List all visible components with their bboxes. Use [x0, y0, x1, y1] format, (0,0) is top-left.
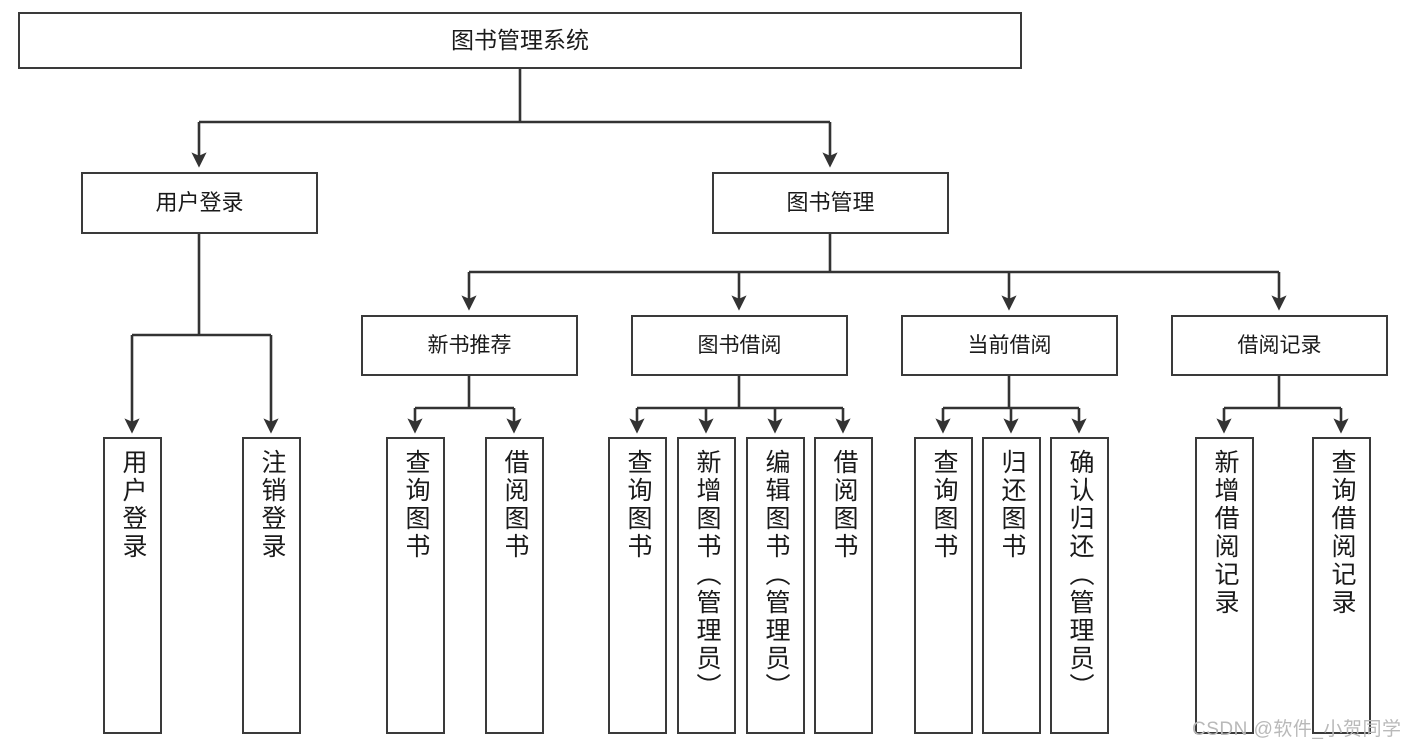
node-label: 归还图书	[998, 449, 1026, 561]
node-label: 查询图书	[624, 449, 652, 561]
node-label: 新书推荐	[427, 333, 512, 357]
node-new-book-recommend[interactable]: 新书推荐	[361, 315, 578, 376]
node-user-login[interactable]: 用户登录	[81, 172, 318, 234]
node-label: 图书管理	[786, 189, 875, 215]
node-label: 查询借阅记录	[1328, 449, 1356, 617]
leaf-record-query-record[interactable]: 查询借阅记录	[1312, 437, 1371, 734]
leaf-borrow-borrow-book[interactable]: 借阅图书	[814, 437, 873, 734]
leaf-newbook-query-book[interactable]: 查询图书	[386, 437, 445, 734]
csdn-watermark: CSDN @软件_小贺同学	[1192, 719, 1402, 740]
leaf-newbook-borrow-book[interactable]: 借阅图书	[485, 437, 544, 734]
node-label: 确认归还（管理员）	[1066, 449, 1094, 701]
leaf-borrow-edit-book-admin[interactable]: 编辑图书（管理员）	[746, 437, 805, 734]
leaf-current-query-book[interactable]: 查询图书	[914, 437, 973, 734]
leaf-user-login-signout[interactable]: 注销登录	[242, 437, 301, 734]
node-label: 当前借阅	[967, 333, 1052, 357]
node-label: 借阅记录	[1237, 333, 1322, 357]
node-book-management[interactable]: 图书管理	[712, 172, 949, 234]
node-label: 新增图书（管理员）	[693, 449, 721, 701]
node-current-borrow[interactable]: 当前借阅	[901, 315, 1118, 376]
node-borrow-record[interactable]: 借阅记录	[1171, 315, 1388, 376]
leaf-borrow-add-book-admin[interactable]: 新增图书（管理员）	[677, 437, 736, 734]
node-label: 用户登录	[119, 449, 147, 561]
leaf-borrow-query-book[interactable]: 查询图书	[608, 437, 667, 734]
node-label: 新增借阅记录	[1211, 449, 1239, 617]
node-label: 借阅图书	[830, 449, 858, 561]
node-label: 注销登录	[258, 449, 286, 561]
node-label: 编辑图书（管理员）	[762, 449, 790, 701]
node-label: 查询图书	[930, 449, 958, 561]
leaf-current-return-book[interactable]: 归还图书	[982, 437, 1041, 734]
node-root-system[interactable]: 图书管理系统	[18, 12, 1022, 69]
node-book-borrow[interactable]: 图书借阅	[631, 315, 848, 376]
node-label: 借阅图书	[501, 449, 529, 561]
node-label: 用户登录	[155, 189, 244, 215]
leaf-user-login-signin[interactable]: 用户登录	[103, 437, 162, 734]
node-label: 查询图书	[402, 449, 430, 561]
node-label: 图书管理系统	[451, 27, 589, 54]
leaf-current-confirm-return-admin[interactable]: 确认归还（管理员）	[1050, 437, 1109, 734]
node-label: 图书借阅	[697, 333, 782, 357]
leaf-record-add-record[interactable]: 新增借阅记录	[1195, 437, 1254, 734]
